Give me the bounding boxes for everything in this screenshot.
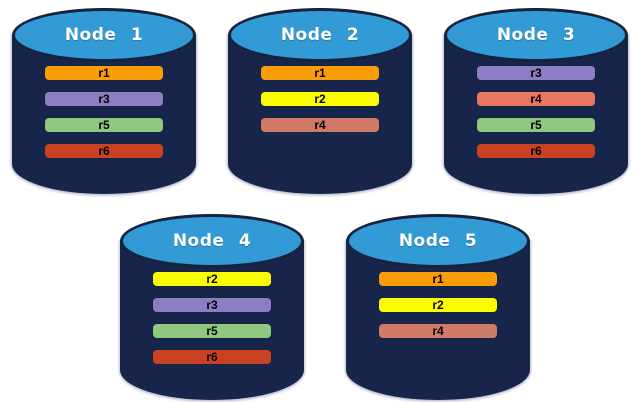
replica-bar-r6: r6 (45, 144, 163, 158)
replica-bar-r5: r5 (153, 324, 271, 338)
cylinder-top: Node 1 (12, 8, 196, 62)
node-label: Node 4 (172, 231, 252, 251)
replica-bar-r3: r3 (153, 298, 271, 312)
node-label: Node 2 (280, 25, 360, 45)
node-label: Node 1 (64, 25, 144, 45)
database-node-3: r3 r4 r5 r6 Node 3 (444, 8, 628, 194)
database-node-4: r2 r3 r5 r6 Node 4 (120, 214, 304, 400)
node-label: Node 3 (496, 25, 576, 45)
cylinder-top: Node 4 (120, 214, 304, 268)
replica-bar-r1: r1 (379, 272, 497, 286)
replica-list: r1 r3 r5 r6 (12, 66, 196, 158)
replica-bar-r6: r6 (153, 350, 271, 364)
replica-bar-r3: r3 (45, 92, 163, 106)
replica-bar-r4: r4 (379, 324, 497, 338)
cylinder-top: Node 5 (346, 214, 530, 268)
replica-bar-r5: r5 (45, 118, 163, 132)
replica-bar-r3: r3 (477, 66, 595, 80)
database-node-5: r1 r2 r4 Node 5 (346, 214, 530, 400)
replica-bar-r5: r5 (477, 118, 595, 132)
replica-list: r3 r4 r5 r6 (444, 66, 628, 158)
database-node-2: r1 r2 r4 Node 2 (228, 8, 412, 194)
cylinder-top: Node 2 (228, 8, 412, 62)
replica-bar-r4: r4 (261, 118, 379, 132)
replica-list: r2 r3 r5 r6 (120, 272, 304, 364)
replica-bar-r2: r2 (153, 272, 271, 286)
replica-bar-r2: r2 (261, 92, 379, 106)
replica-list: r1 r2 r4 (228, 66, 412, 132)
replica-bar-r1: r1 (261, 66, 379, 80)
replica-bar-r2: r2 (379, 298, 497, 312)
replica-list: r1 r2 r4 (346, 272, 530, 338)
replica-bar-r4: r4 (477, 92, 595, 106)
replica-bar-r6: r6 (477, 144, 595, 158)
database-node-1: r1 r3 r5 r6 Node 1 (12, 8, 196, 194)
replica-bar-r1: r1 (45, 66, 163, 80)
node-label: Node 5 (398, 231, 478, 251)
cylinder-top: Node 3 (444, 8, 628, 62)
